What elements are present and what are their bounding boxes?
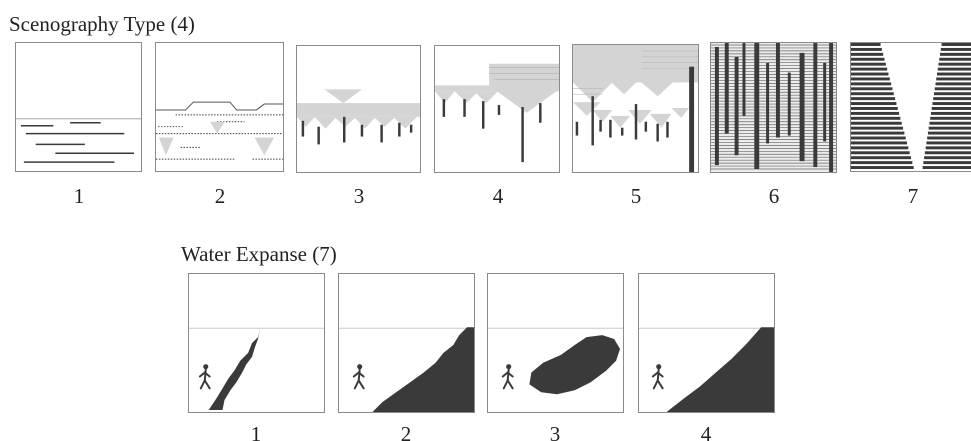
scenography-panel-2: [155, 42, 284, 172]
water-panel-4: [638, 273, 775, 413]
walker-icon: [352, 364, 365, 390]
corridor-stripe: [931, 107, 971, 110]
low-vegetation-icon: [156, 101, 283, 160]
corridor-stripe: [927, 136, 971, 140]
corridor-stripe: [932, 102, 971, 106]
water-label-4: 4: [700, 424, 712, 441]
scenography-title: Scenography Type (4): [9, 12, 195, 36]
corridor-stripe: [930, 116, 971, 120]
scenography-label-5: 5: [630, 184, 642, 208]
water-panel-2: [338, 273, 475, 413]
scenography-label-4: 4: [492, 184, 504, 208]
water-panel-3: [487, 273, 624, 413]
corridor-stripe: [936, 77, 971, 81]
water-expanse-title: Water Expanse (7): [181, 242, 337, 266]
sparse-trees-icon: [297, 89, 420, 145]
scenography-panel-7: [850, 42, 971, 172]
water-panel-1: [188, 273, 325, 413]
corridor-stripe: [933, 92, 971, 96]
corridor-stripe: [927, 131, 971, 135]
corridor-stripe: [925, 146, 971, 150]
water-label-3: 3: [549, 424, 561, 441]
corridor-stripe: [922, 166, 971, 170]
corridor-stripe: [851, 121, 902, 125]
corridor-stripe: [851, 146, 909, 150]
water-label-1: 1: [250, 424, 262, 441]
corridor-stripe: [851, 156, 912, 160]
corridor-stripe: [938, 62, 971, 66]
corridor-stripe: [851, 107, 898, 110]
corridor-stripe: [937, 67, 971, 71]
stream-icon: [189, 327, 324, 411]
water-label-2: 2: [400, 424, 412, 441]
lake-edge-icon: [339, 327, 474, 412]
corridor-stripe: [930, 111, 971, 115]
corridor-stripe: [851, 151, 910, 155]
corridor-stripe: [851, 62, 886, 66]
corridor-stripe: [851, 102, 897, 106]
corridor-stripe: [851, 47, 882, 51]
scenography-panel-6: [710, 42, 837, 173]
corridor-stripe: [851, 136, 906, 140]
scenography-panel-1: [15, 42, 142, 172]
corridor-stripe: [851, 43, 881, 46]
corridor-icon: [851, 43, 971, 170]
pond-icon: [488, 327, 623, 395]
corridor-stripe: [940, 52, 971, 56]
corridor-stripe: [926, 141, 971, 145]
corridor-stripe: [929, 121, 971, 125]
corridor-stripe: [940, 47, 971, 51]
shoreline-icon: [639, 327, 774, 412]
scenography-label-3: 3: [353, 184, 365, 208]
corridor-stripe: [924, 156, 971, 160]
dense-forest-icon: [711, 43, 836, 172]
corridor-stripe: [851, 82, 892, 86]
corridor-stripe: [851, 52, 884, 56]
corridor-stripe: [934, 87, 971, 91]
corridor-stripe: [851, 72, 889, 76]
scenography-panel-4: [434, 45, 560, 173]
open-forest-icon: [573, 45, 698, 172]
scenography-panel-5: [572, 44, 699, 173]
walker-icon: [198, 364, 211, 390]
corridor-stripe: [851, 141, 908, 145]
corridor-stripe: [939, 57, 971, 61]
corridor-stripe: [851, 161, 913, 165]
corridor-stripe: [851, 97, 896, 101]
corridor-stripe: [923, 161, 971, 165]
corridor-stripe: [851, 67, 888, 71]
corridor-stripe: [851, 111, 900, 115]
corridor-stripe: [928, 126, 971, 130]
scenography-panel-3: [296, 45, 421, 173]
corridor-stripe: [937, 72, 971, 76]
scenography-label-6: 6: [768, 184, 780, 208]
corridor-stripe: [924, 151, 971, 155]
walker-icon: [501, 364, 514, 390]
corridor-stripe: [851, 116, 901, 120]
corridor-stripe: [851, 166, 914, 170]
corridor-stripe: [941, 43, 971, 46]
corridor-stripe: [851, 126, 904, 130]
scenography-label-1: 1: [73, 184, 85, 208]
horizon-lines-icon: [16, 118, 141, 163]
corridor-stripe: [933, 97, 971, 101]
scenography-label-2: 2: [214, 184, 226, 208]
corridor-stripe: [851, 92, 894, 96]
corridor-stripe: [851, 57, 885, 61]
walker-icon: [651, 364, 664, 390]
corridor-stripe: [935, 82, 971, 86]
scenography-label-7: 7: [907, 184, 919, 208]
corridor-stripe: [851, 87, 893, 91]
mixed-trees-icon: [435, 63, 559, 163]
corridor-stripe: [851, 77, 890, 81]
corridor-stripe: [851, 131, 905, 135]
